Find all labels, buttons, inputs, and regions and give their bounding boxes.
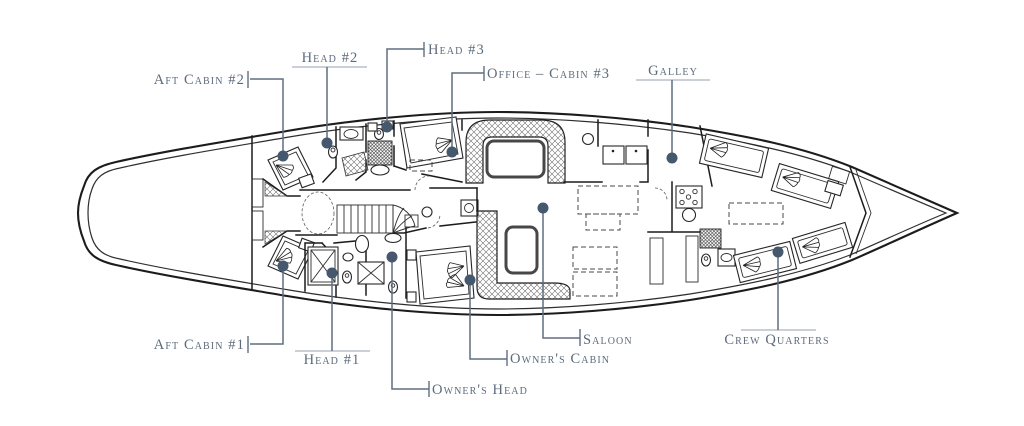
room-label-head-3: Head #3 [381, 42, 485, 133]
crew-bunk [791, 221, 854, 265]
sink-unit [602, 145, 625, 165]
room-label-aft-cabin-2: Aft Cabin #2 [154, 71, 289, 162]
room-label-saloon: Saloon [537, 202, 633, 348]
saloon-table [485, 139, 546, 179]
owners-head-room [354, 227, 407, 299]
office-cabin-3-room [393, 116, 464, 183]
crew-shower [699, 228, 722, 249]
crew-mess-table [728, 202, 784, 225]
owners-cabin-room [406, 245, 475, 305]
location-dot-icon [386, 251, 398, 263]
label-text-owners-cabin: Owner's Cabin [510, 351, 610, 367]
room-label-owners-cabin: Owner's Cabin [464, 274, 610, 367]
leader-line [542, 208, 580, 339]
crew-sink [720, 253, 733, 262]
location-dot-icon [277, 260, 289, 272]
head-2-room [327, 123, 369, 182]
shower-floor [341, 151, 369, 177]
companionway-stairs [295, 175, 479, 236]
door-swing [301, 191, 335, 235]
location-dot-icon [277, 150, 289, 162]
basin [354, 234, 370, 254]
basin [370, 164, 390, 176]
hanging-locker [251, 210, 264, 241]
location-dot-icon [321, 137, 333, 149]
galley-room [563, 119, 703, 285]
location-dot-icon [537, 202, 549, 214]
location-dot-icon [381, 121, 393, 133]
crew-quarters-room [698, 125, 872, 284]
stove [675, 185, 703, 209]
leader-line [451, 72, 484, 152]
hull-outline [76, 110, 960, 317]
room-label-office-cabin-3: Office – Cabin #3 [446, 66, 610, 158]
sink-unit [625, 145, 648, 165]
leader-line [250, 78, 284, 156]
crew-bunk [770, 162, 840, 210]
leader-line [250, 266, 284, 345]
room-label-aft-cabin-1: Aft Cabin #1 [154, 260, 289, 353]
label-text-aft-cabin-1: Aft Cabin #1 [154, 337, 245, 353]
sink [343, 129, 359, 139]
label-text-galley: Galley [648, 63, 698, 79]
saloon-room [465, 119, 571, 300]
label-text-office-cabin-3: Office – Cabin #3 [487, 66, 610, 82]
coffee-table [504, 225, 539, 275]
label-text-head-1: Head #1 [304, 352, 361, 368]
round-sink [681, 207, 697, 223]
leader-line [386, 48, 424, 127]
crew-bunk [698, 133, 770, 179]
label-text-saloon: Saloon [583, 332, 633, 348]
room-label-head-2: Head #2 [292, 50, 367, 149]
room-label-head-1: Head #1 [295, 267, 370, 368]
leader-line [469, 280, 507, 360]
room-label-crew-quarters: Crew Quarters [724, 246, 829, 348]
label-text-crew-quarters: Crew Quarters [724, 332, 829, 348]
aft-bulkhead [251, 135, 335, 291]
label-text-head-2: Head #2 [302, 50, 359, 66]
basin [384, 232, 402, 244]
location-dot-icon [666, 152, 678, 164]
label-text-head-3: Head #3 [428, 42, 485, 58]
bed [399, 116, 464, 169]
label-text-owners-head: Owner's Head [432, 382, 528, 398]
winder-stairs [392, 204, 416, 234]
label-text-aft-cabin-2: Aft Cabin #2 [154, 72, 245, 88]
location-dot-icon [446, 146, 458, 158]
location-dot-icon [772, 246, 784, 258]
bed [415, 245, 475, 305]
leader-line [391, 257, 429, 390]
hanging-locker [251, 178, 264, 208]
location-dot-icon [326, 267, 338, 279]
l-settee [476, 210, 571, 300]
shower-floor [367, 140, 393, 166]
u-settee [465, 119, 566, 184]
room-label-galley: Galley [636, 63, 710, 164]
location-dot-icon [464, 274, 476, 286]
sink [342, 252, 354, 262]
dinette [572, 185, 639, 297]
room-label-owners-head: Owner's Head [386, 251, 528, 398]
